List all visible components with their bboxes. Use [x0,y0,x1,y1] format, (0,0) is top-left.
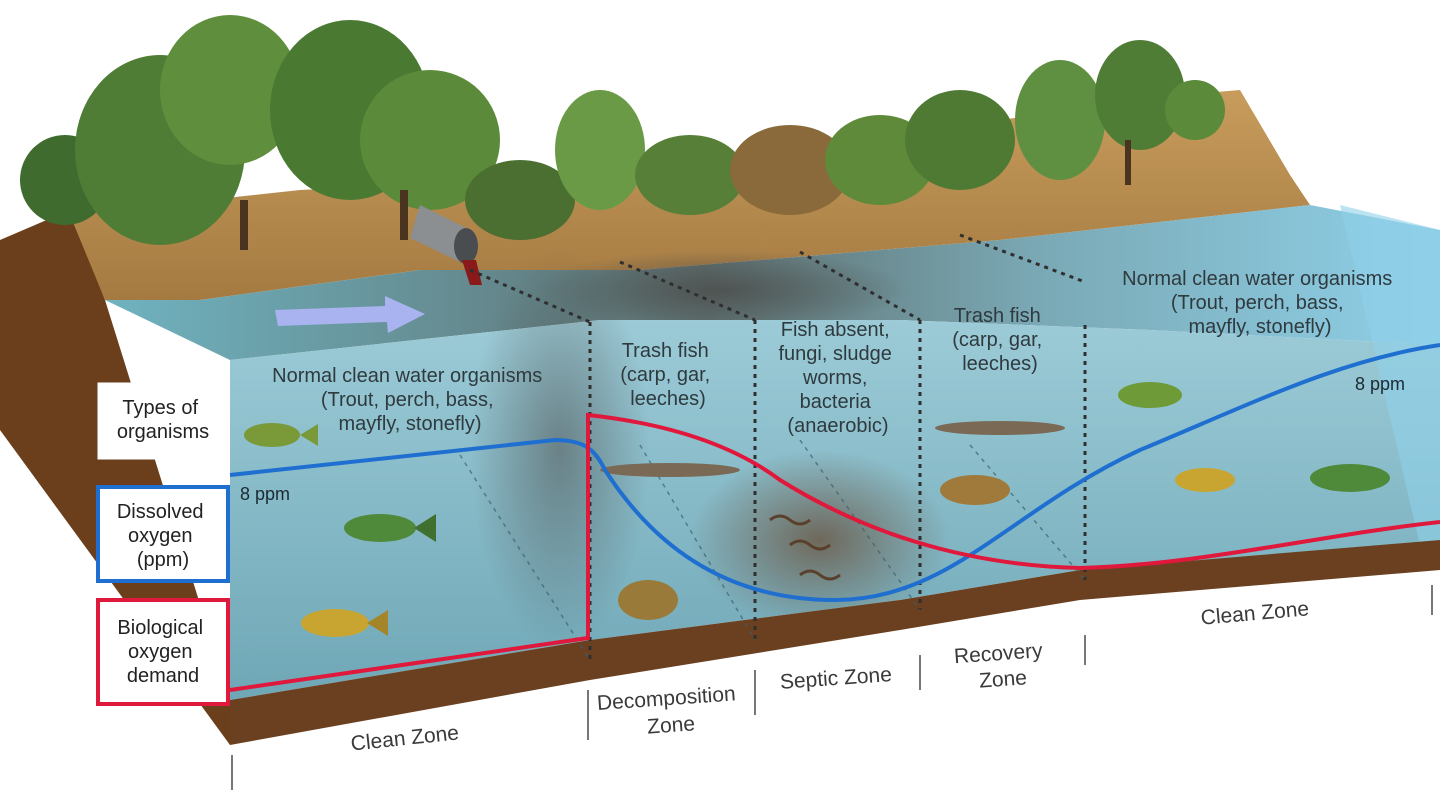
bass-icon [344,514,436,542]
legend-dissolved-oxygen: Dissolved oxygen (ppm) [96,485,230,583]
dissolved-oxygen-curve [229,343,1440,603]
ppm-label-right: 8 ppm [1355,374,1405,394]
legend-bod: Biological oxygen demand [96,598,230,706]
perch-icon [301,609,388,637]
trout-icon [244,423,318,447]
zone-ticks [231,585,1433,790]
zone-text-recovery: Trash fish (carp, gar, leeches) [952,305,1048,375]
zone-label-clean-right: Clean Zone [1200,597,1310,629]
ppm-label-left: 8 ppm [240,484,290,504]
zone-text-clean-left: Normal clean water organisms (Trout, per… [272,365,548,435]
zone-label-recovery: Recovery Zone [953,639,1051,694]
zone-label-septic: Septic Zone [779,663,892,694]
gar-icon [600,421,1065,477]
svg-text:Biological oxygen: Biological oxygen demand [117,617,208,687]
zone-label-decomposition: Decomposition Zone [596,682,744,742]
zone-text-clean-right: Normal clean water organisms (Trout, per… [1122,268,1398,338]
stream-bed [230,540,1440,745]
svg-text:Dissolved oxygen (: Dissolved oxygen (ppm) [117,501,209,571]
clean-fish-right [1118,382,1390,492]
carp-icon [618,475,1010,620]
tree-line [20,15,1225,250]
flow-arrow-icon [275,296,425,333]
svg-text:Types of organisms: Types of organisms [117,397,209,443]
zone-text-septic: Fish absent, fungi, sludge worms, bacter… [779,319,898,437]
worm-icon [769,514,841,581]
zone-label-clean-left: Clean Zone [350,721,460,755]
legend-organisms: Types of organisms [97,382,229,460]
bod-curve [229,412,1440,692]
zone-text-decomposition: Trash fish (carp, gar, leeches) [620,340,716,410]
